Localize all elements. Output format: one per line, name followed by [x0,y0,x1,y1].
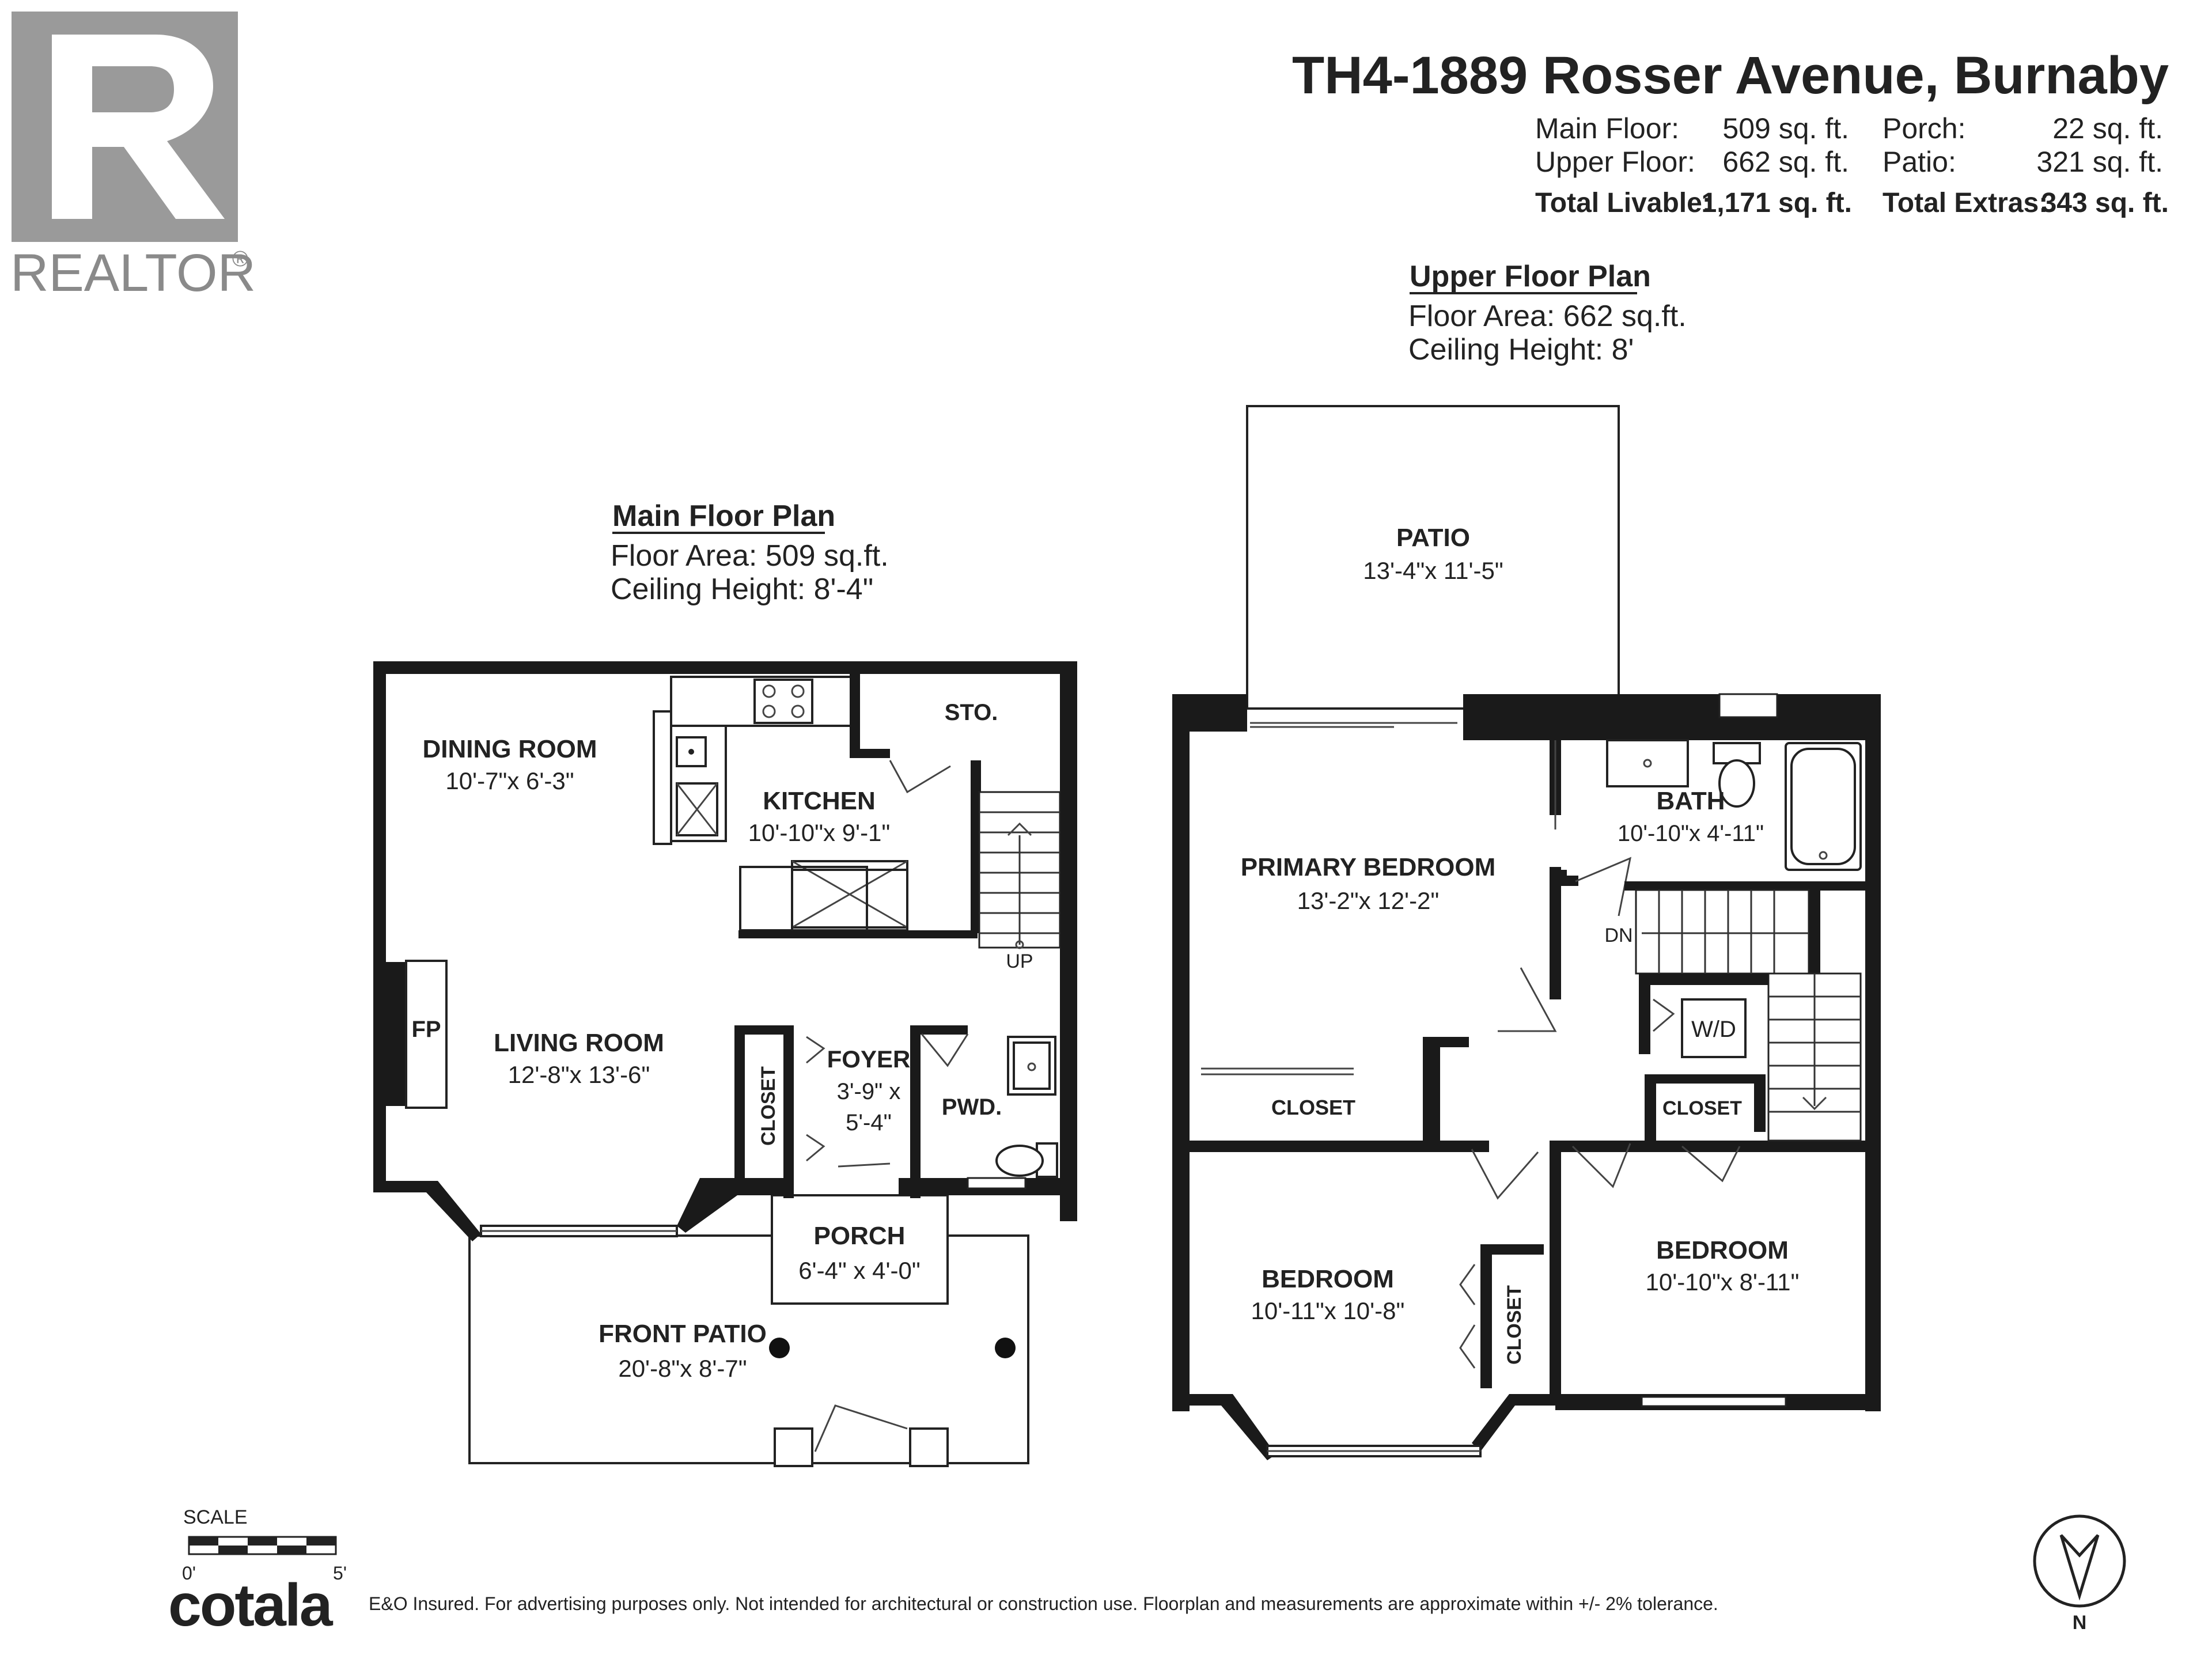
upper-floor-plan: DN W/D CLOSET BATH 10'-10"x 4'-11" CLOSE… [1172,405,1881,1460]
registered-mark: ® [232,247,248,271]
main-floor-value: 509 sq. ft. [1722,112,1849,145]
upper-patio-name: PATIO [1396,524,1470,552]
primary-bedroom-dims: 13'-2"x 12'-2" [1297,887,1440,914]
washer-dryer-label: W/D [1691,1017,1736,1042]
primary-closet-name: CLOSET [1271,1096,1355,1119]
scale-min: 0' [182,1563,196,1584]
patio-value: 321 sq. ft. [2036,146,2163,178]
cotala-logo: cotala [168,1572,334,1639]
upper-floor-title-block: Upper Floor Plan Floor Area: 662 sq.ft. … [1408,260,1687,366]
total-livable-value: 1,171 sq. ft. [1702,188,1852,218]
storage-name: STO. [945,700,998,725]
living-room-name: LIVING ROOM [494,1029,664,1057]
foyer-dims-2: 5'-4" [846,1110,892,1135]
compass-north-label: N [2073,1612,2087,1634]
total-extras-label: Total Extras: [1883,188,2048,218]
left-closet-name: CLOSET [1503,1285,1525,1365]
upper-patio-dims: 13'-4"x 11'-5" [1363,557,1503,584]
porch-name: PORCH [814,1222,906,1250]
upper-stairs-label: DN [1604,925,1633,946]
porch-label: Porch: [1883,112,1966,145]
compass: N [2033,1514,2126,1634]
main-floor-label: Main Floor: [1535,112,1679,145]
footer: cotala E&O Insured. For advertising purp… [168,1572,1718,1639]
bath-dims: 10'-10"x 4'-11" [1618,821,1764,846]
kitchen-name: KITCHEN [763,787,876,815]
dining-room-dims: 10'-7"x 6'-3" [445,767,574,794]
front-patio-dims: 20'-8"x 8'-7" [618,1355,747,1382]
fireplace-label: FP [411,1017,441,1042]
porch-outline [771,1194,949,1305]
right-bedroom-name: BEDROOM [1656,1236,1789,1264]
right-closet-name: CLOSET [1662,1097,1742,1119]
main-stairs-label: UP [1006,950,1033,972]
dining-room-name: DINING ROOM [422,735,597,763]
patio-label: Patio: [1883,146,1956,178]
header: TH4-1889 Rosser Avenue, Burnaby Main Flo… [1292,46,2169,218]
realtor-logo: REALTOR ® [10,12,256,302]
upper-patio-outline [1246,405,1620,710]
disclaimer: E&O Insured. For advertising purposes on… [369,1593,1718,1614]
front-patio-outline [468,1234,1029,1464]
property-address: TH4-1889 Rosser Avenue, Burnaby [1292,46,2169,105]
scale-bar: SCALE 0' 5' [182,1506,347,1584]
scale-max: 5' [333,1563,347,1584]
left-bedroom-dims: 10'-11"x 10'-8" [1251,1297,1405,1324]
porch-dims: 6'-4" x 4'-0" [798,1257,921,1284]
main-floor-area: Floor Area: 509 sq.ft. [611,539,889,573]
powder-label: PWD. [942,1094,1002,1120]
scale-label: SCALE [183,1506,248,1528]
upper-floor-value: 662 sq. ft. [1722,146,1849,178]
upper-floor-label: Upper Floor: [1535,146,1695,178]
porch-value: 22 sq. ft. [2052,112,2163,145]
living-room-dims: 12'-8"x 13'-6" [508,1061,650,1088]
primary-bedroom-name: PRIMARY BEDROOM [1241,853,1495,881]
foyer-name: FOYER [827,1046,911,1073]
main-closet-name: CLOSET [757,1066,779,1146]
total-extras-value: 343 sq. ft. [2041,188,2169,218]
main-floor-ceiling: Ceiling Height: 8'-4" [611,573,873,606]
upper-floor-title: Upper Floor Plan [1410,260,1651,293]
compass-ring [2033,1514,2126,1608]
main-floor-title: Main Floor Plan [612,499,835,533]
right-bedroom-dims: 10'-10"x 8'-11" [1646,1268,1800,1296]
upper-floor-area: Floor Area: 662 sq.ft. [1408,300,1687,333]
left-bedroom-name: BEDROOM [1262,1265,1394,1293]
front-patio-name: FRONT PATIO [599,1320,767,1348]
north-arrow-icon [2059,1534,2100,1601]
bath-name: BATH [1657,787,1725,815]
foyer-dims-1: 3'-9" x [837,1079,901,1104]
main-floor-title-block: Main Floor Plan Floor Area: 509 sq.ft. C… [611,499,889,606]
upper-floor-ceiling: Ceiling Height: 8' [1408,333,1634,366]
realtor-wordmark: REALTOR [10,244,256,302]
main-floor-plan: FP UP [373,661,1077,1467]
kitchen-dims: 10'-10"x 9'-1" [748,819,891,846]
total-livable-label: Total Livable: [1535,188,1711,218]
